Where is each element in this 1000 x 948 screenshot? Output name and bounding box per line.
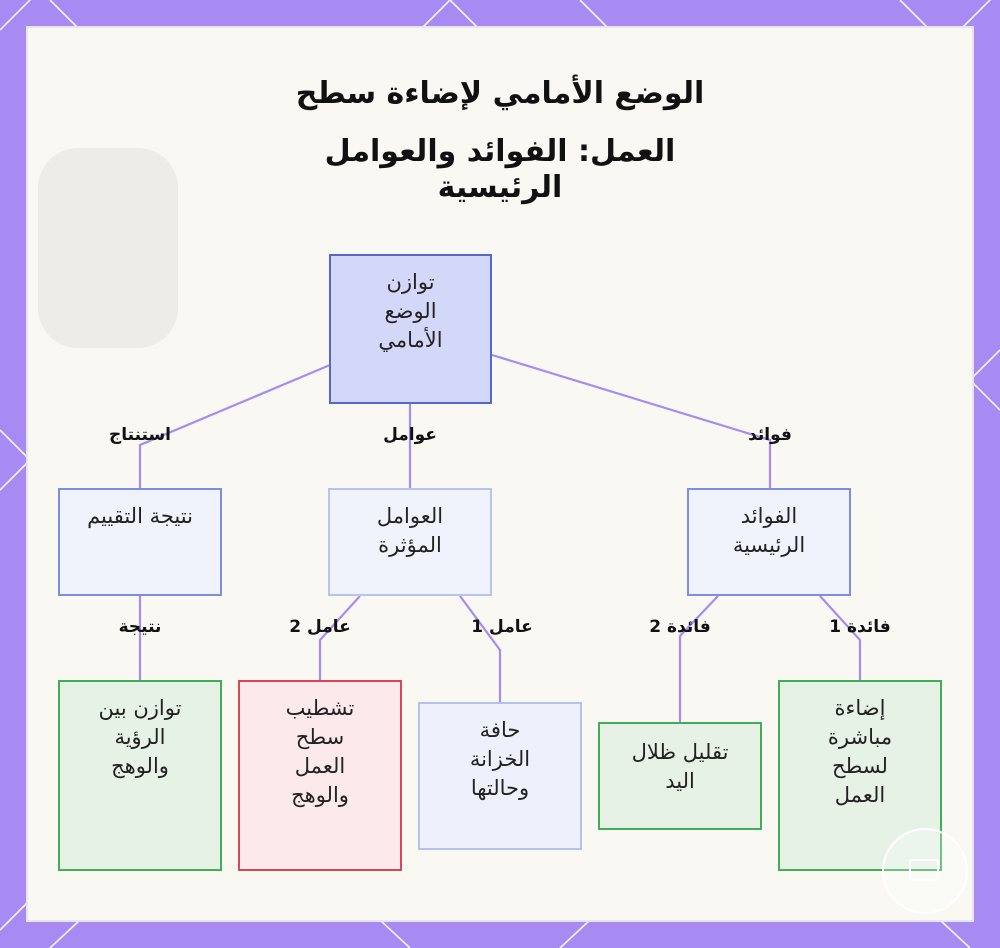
node-factors-label: العوامل المؤثرة	[376, 504, 444, 557]
node-root[interactable]: توازن الوضع الأمامي	[329, 254, 492, 404]
diagram-title-line-3: الرئيسية	[437, 170, 563, 205]
node-result-label: توازن بين الرؤية والوهج	[98, 696, 182, 778]
edge-factors-factor2	[318, 595, 361, 680]
edge-benefits-benefit1	[819, 595, 862, 680]
edge-label-result: نتيجة	[118, 617, 162, 637]
node-benefits[interactable]: الفوائد الرئيسية	[687, 488, 851, 596]
edge-benefits-benefit2	[678, 595, 719, 722]
edge-root-benefits	[491, 353, 772, 488]
node-factor2-label: تشطيب سطح العمل والوهج	[285, 696, 355, 807]
edge-label-benefit1: فائدة 1	[829, 617, 891, 637]
node-root-label: توازن الوضع الأمامي	[378, 270, 443, 352]
edge-root-evaluation	[138, 363, 331, 488]
edge-label-benefit2: فائدة 2	[649, 617, 711, 637]
node-benefit2-label: تقليل ظلال اليد	[631, 740, 729, 793]
node-evaluation-label: نتيجة التقييم	[87, 504, 193, 528]
diagram-title-line-2: العمل: الفوائد والعوامل	[324, 134, 676, 169]
node-benefit2[interactable]: تقليل ظلال اليد	[598, 722, 762, 830]
node-benefit1-label: إضاءة مباشرة لسطح العمل	[827, 696, 893, 807]
watermark-logo	[882, 828, 968, 914]
node-evaluation[interactable]: نتيجة التقييم	[58, 488, 222, 596]
node-factors[interactable]: العوامل المؤثرة	[328, 488, 492, 596]
edge-label-benefits: فوائد	[748, 425, 792, 445]
edge-factors-factor1	[459, 595, 502, 702]
node-benefits-label: الفوائد الرئيسية	[732, 504, 806, 557]
node-factor1[interactable]: حافة الخزانة وحالتها	[418, 702, 582, 850]
logo-mark-icon	[909, 859, 939, 881]
edge-label-factor2: عامل 2	[289, 617, 351, 637]
edge-label-conclusion: استنتاج	[109, 425, 171, 445]
edge-label-factor1: عامل 1	[471, 617, 533, 637]
diagram-title-line-1: الوضع الأمامي لإضاءة سطح	[295, 76, 705, 111]
node-factor2[interactable]: تشطيب سطح العمل والوهج	[238, 680, 402, 871]
node-factor1-label: حافة الخزانة وحالتها	[469, 718, 531, 800]
edge-label-factors: عوامل	[383, 425, 437, 445]
node-result[interactable]: توازن بين الرؤية والوهج	[58, 680, 222, 871]
node-benefit1[interactable]: إضاءة مباشرة لسطح العمل	[778, 680, 942, 871]
